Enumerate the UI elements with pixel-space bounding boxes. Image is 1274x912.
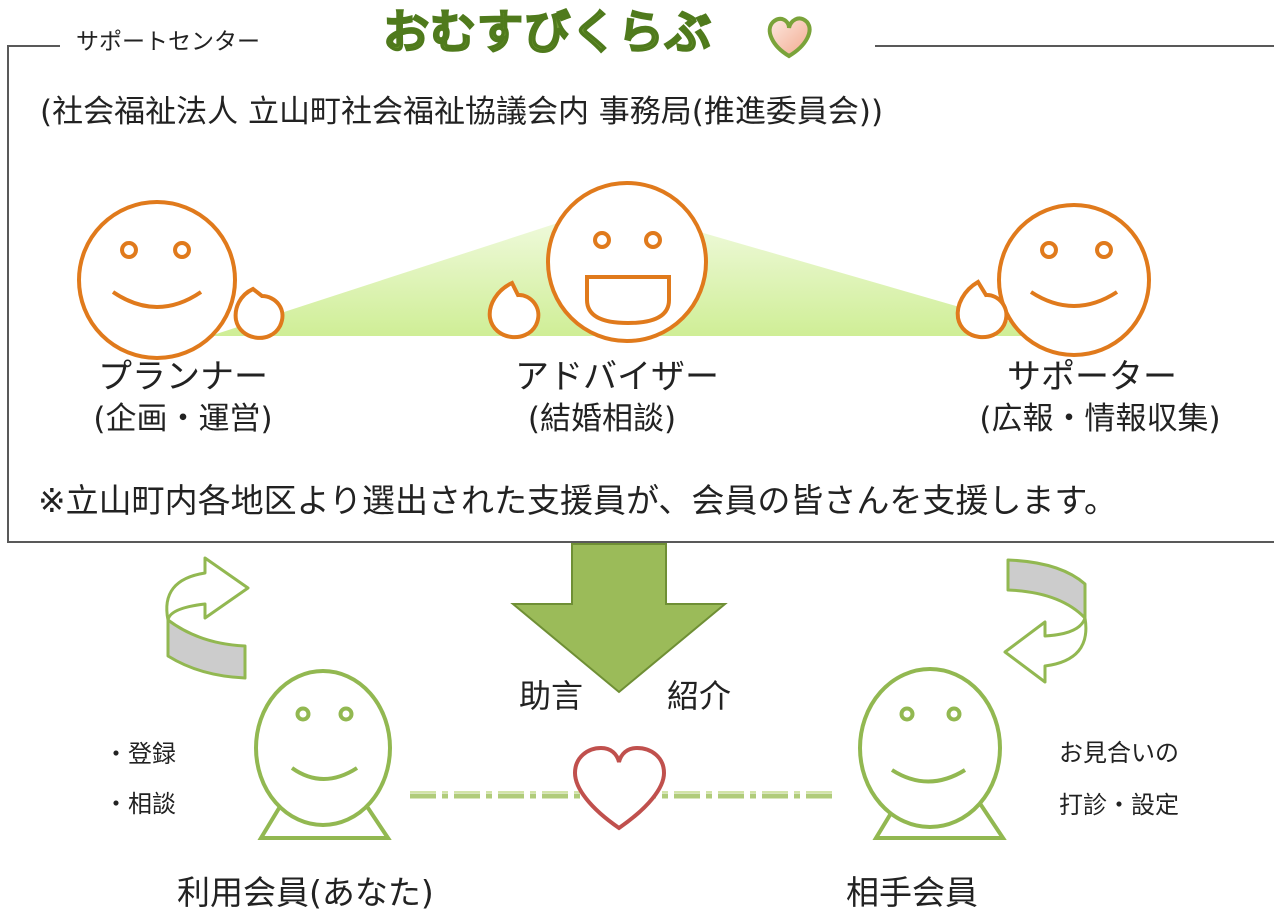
support-note: ※立山町内各地区より選出された支援員が、会員の皆さんを支援します。 <box>38 481 1118 520</box>
left-cycle-arrow-icon <box>165 556 250 680</box>
down-arrow <box>510 543 728 694</box>
planner-hand-icon <box>233 286 285 340</box>
role-adviser-desc: (結婚相談) <box>527 401 677 437</box>
supporter-hand-icon <box>955 279 1009 340</box>
logo-heart-icon <box>767 16 812 59</box>
role-planner-title: プランナー <box>98 357 268 397</box>
support-center-frame <box>7 45 1274 543</box>
introduction-label: 紹介 <box>667 677 732 715</box>
support-center-label: サポートセンター <box>76 29 260 55</box>
user-member-name: 利用会員(あなた) <box>177 873 434 912</box>
right-cycle-arrow-icon <box>1003 558 1088 684</box>
role-supporter-desc: (広報・情報収集) <box>979 401 1221 437</box>
advice-label: 助言 <box>519 677 584 715</box>
adviser-hand-icon <box>487 280 541 340</box>
partner-action-1: お見合いの <box>1059 739 1179 767</box>
club-logo: おむすびくらぶ <box>382 5 712 59</box>
supporter-face-icon <box>997 203 1151 357</box>
role-adviser-title: アドバイザー <box>515 357 719 397</box>
adviser-face-icon <box>546 181 708 343</box>
partner-member-icon <box>858 667 1007 840</box>
partner-action-2: 打診・設定 <box>1059 791 1179 819</box>
user-action-register: ・登録 <box>104 740 176 768</box>
planner-face-icon <box>77 200 237 360</box>
role-supporter-title: サポーター <box>1007 357 1177 397</box>
user-action-consult: ・相談 <box>104 790 176 818</box>
secretariat-subtitle: (社会福祉法人 立山町社会福祉協議会内 事務局(推進委員会)) <box>40 94 884 130</box>
heart-icon <box>572 745 667 831</box>
role-planner-desc: (企画・運営) <box>93 401 273 437</box>
user-member-icon <box>254 669 392 840</box>
partner-member-name: 相手会員 <box>846 873 978 912</box>
